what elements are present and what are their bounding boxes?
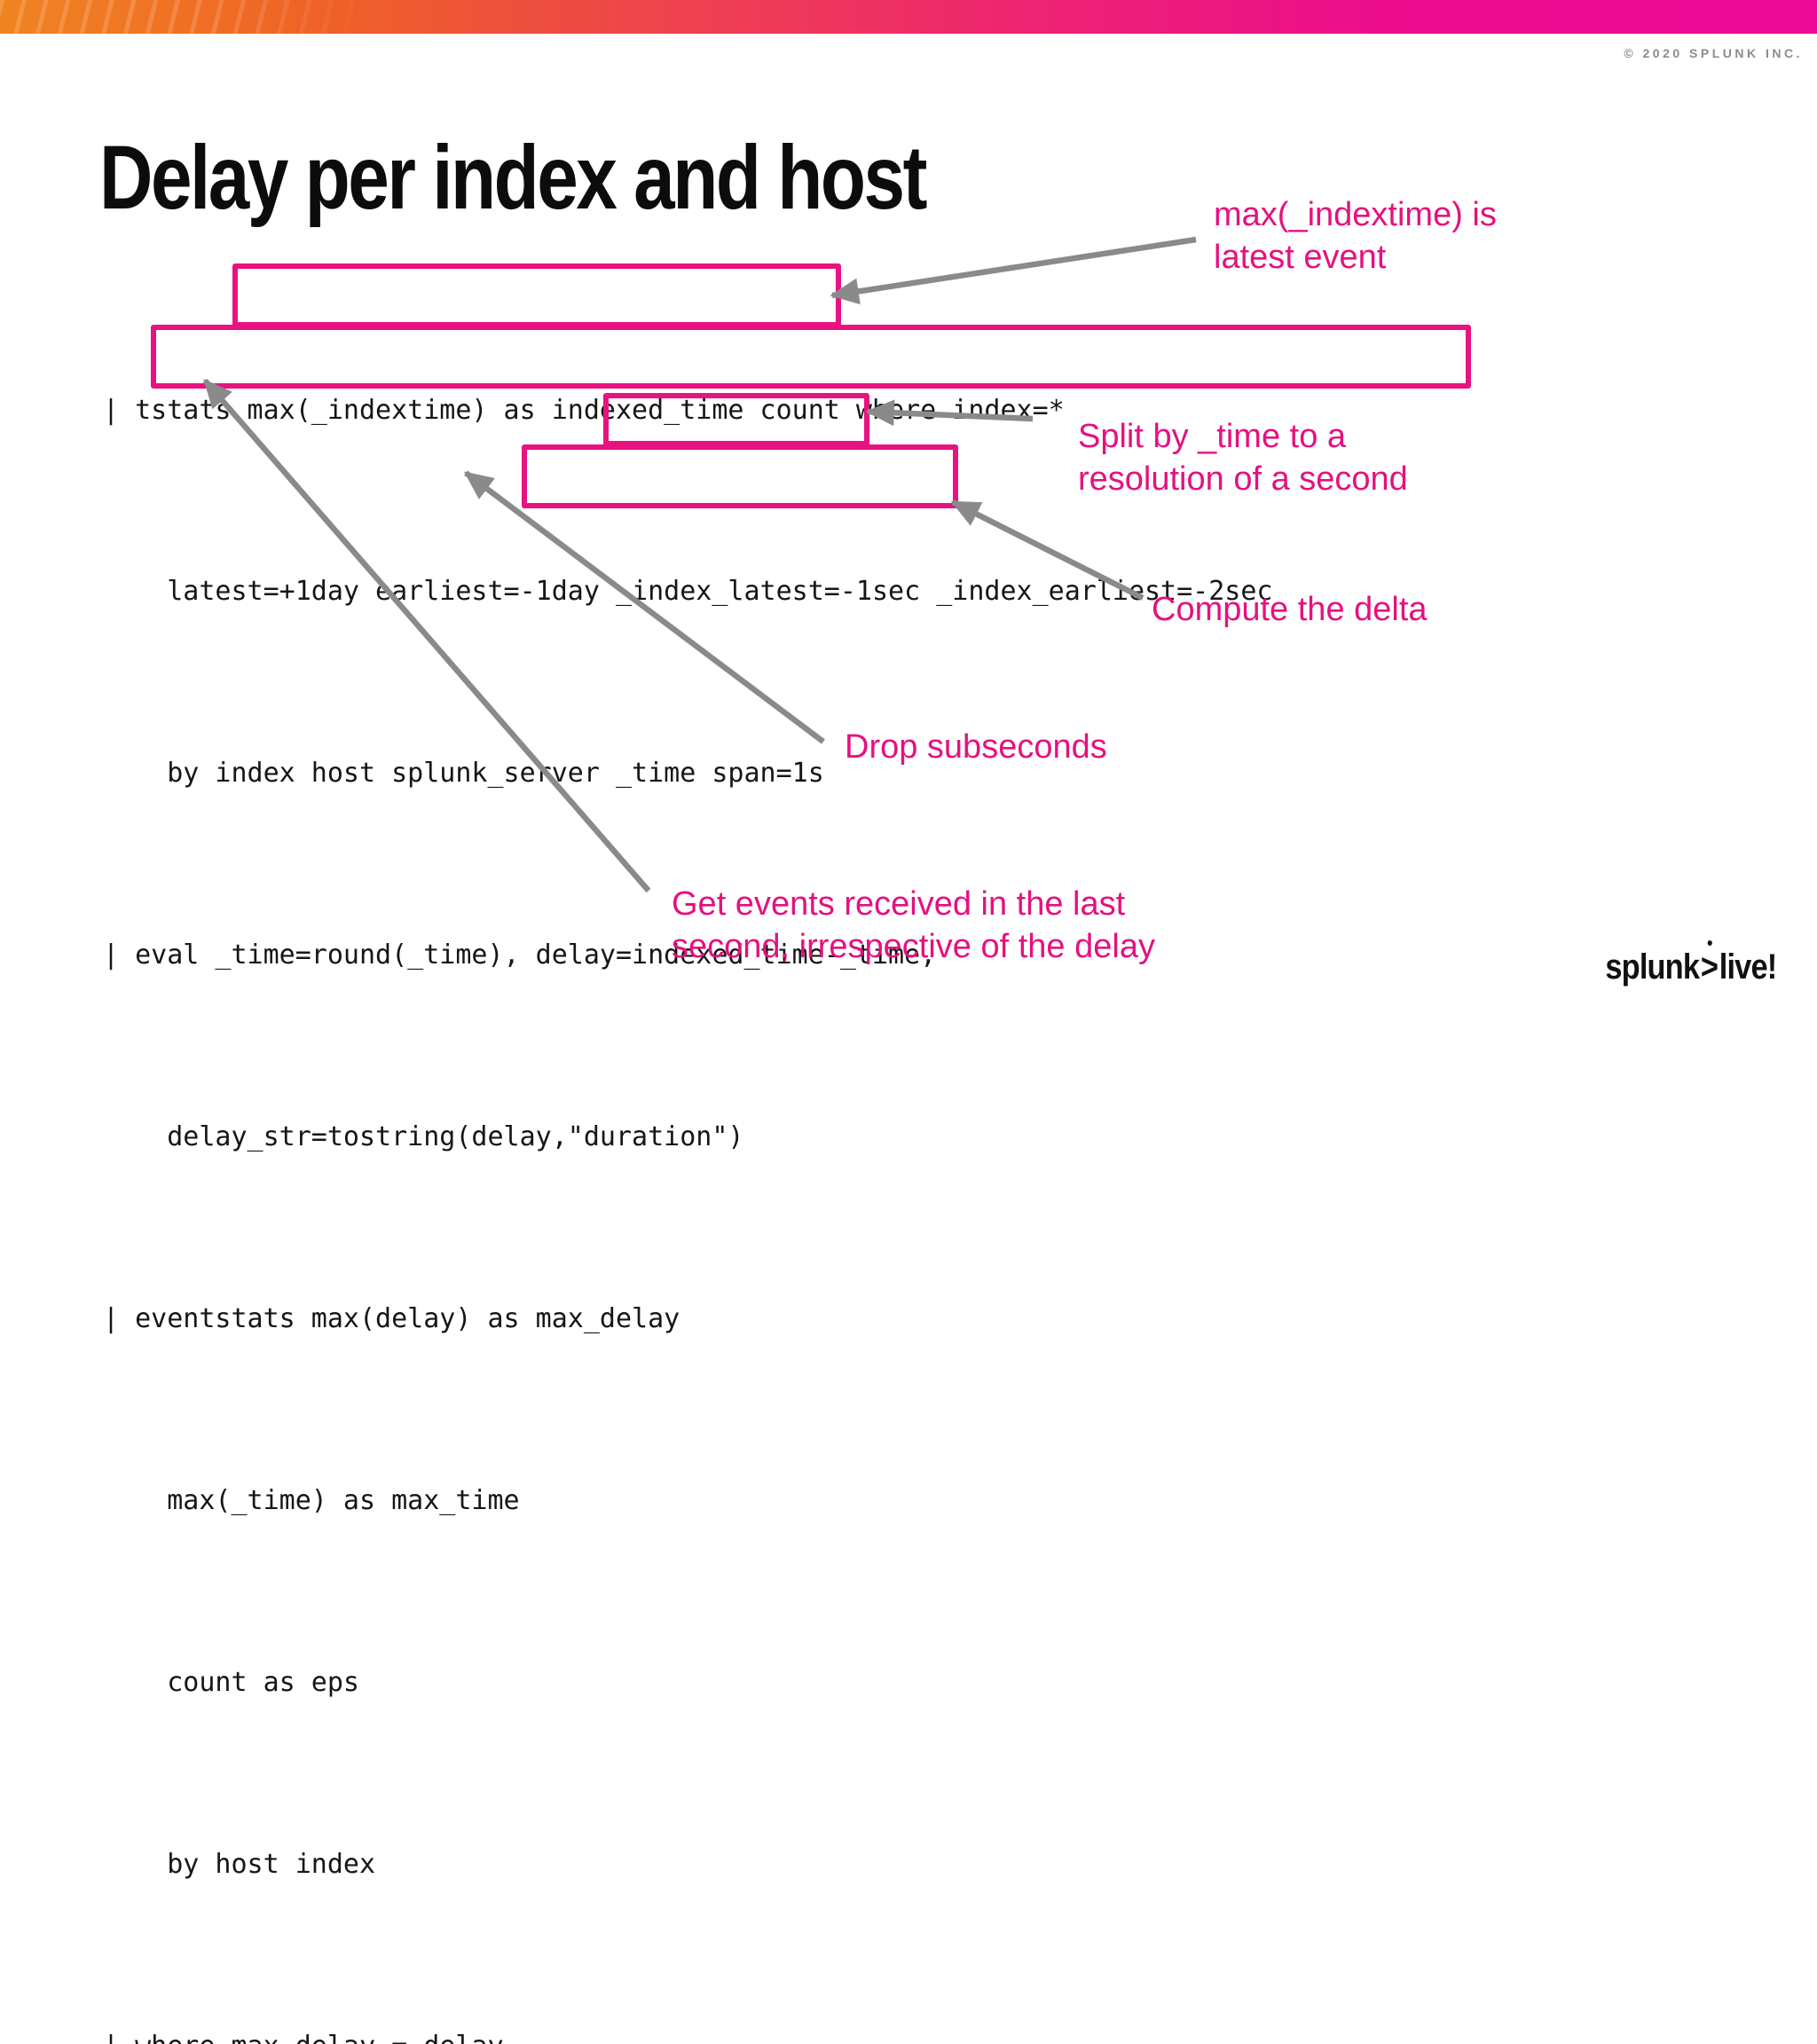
splunk-live-logo: splunk>live! <box>1605 940 1777 987</box>
logo-suffix-text: live! <box>1719 947 1776 987</box>
code-line: latest=+1day earliest=-1day _index_lates… <box>103 576 1273 608</box>
code-line: | where max_delay = delay <box>103 2016 1273 2044</box>
spl-code-block: | tstats max(_indextime) as indexed_time… <box>103 259 1273 2044</box>
logo-chevron-icon: > <box>1701 940 1719 987</box>
highlight-box-max-indextime <box>232 263 841 327</box>
code-line: max(_time) as max_time <box>103 1484 520 1516</box>
logo-brand-text: splunk <box>1605 947 1700 987</box>
annotation-get-events: Get events received in the last second, … <box>672 885 1155 965</box>
topbar-diagonal-stripes <box>0 0 381 34</box>
highlight-box-delay-calc <box>522 444 958 508</box>
top-gradient-bar <box>0 0 1817 34</box>
slide-title: Delay per index and host <box>99 127 927 228</box>
highlight-box-time-window <box>151 325 1471 389</box>
code-line: delay_str=tostring(delay,"duration") <box>103 1121 744 1153</box>
code-line: | eventstats max(delay) as max_delay <box>103 1303 680 1335</box>
highlight-box-time-span <box>603 393 869 446</box>
annotation-split-by-time: Split by _time to a resolution of a seco… <box>1078 418 1408 498</box>
annotation-max-indextime: max(_indextime) is latest event <box>1214 196 1497 276</box>
code-line: count as eps <box>103 1666 359 1698</box>
logo-registered-dot-icon <box>1707 940 1712 946</box>
code-line: | eval _time=round(_time), delay=indexed… <box>103 939 937 971</box>
copyright-text: © 2020 SPLUNK INC. <box>1624 46 1803 60</box>
code-line: by host index <box>103 1848 376 1880</box>
annotation-compute-delta: Compute the delta <box>1152 591 1428 628</box>
annotation-drop-subseconds: Drop subseconds <box>845 728 1107 766</box>
